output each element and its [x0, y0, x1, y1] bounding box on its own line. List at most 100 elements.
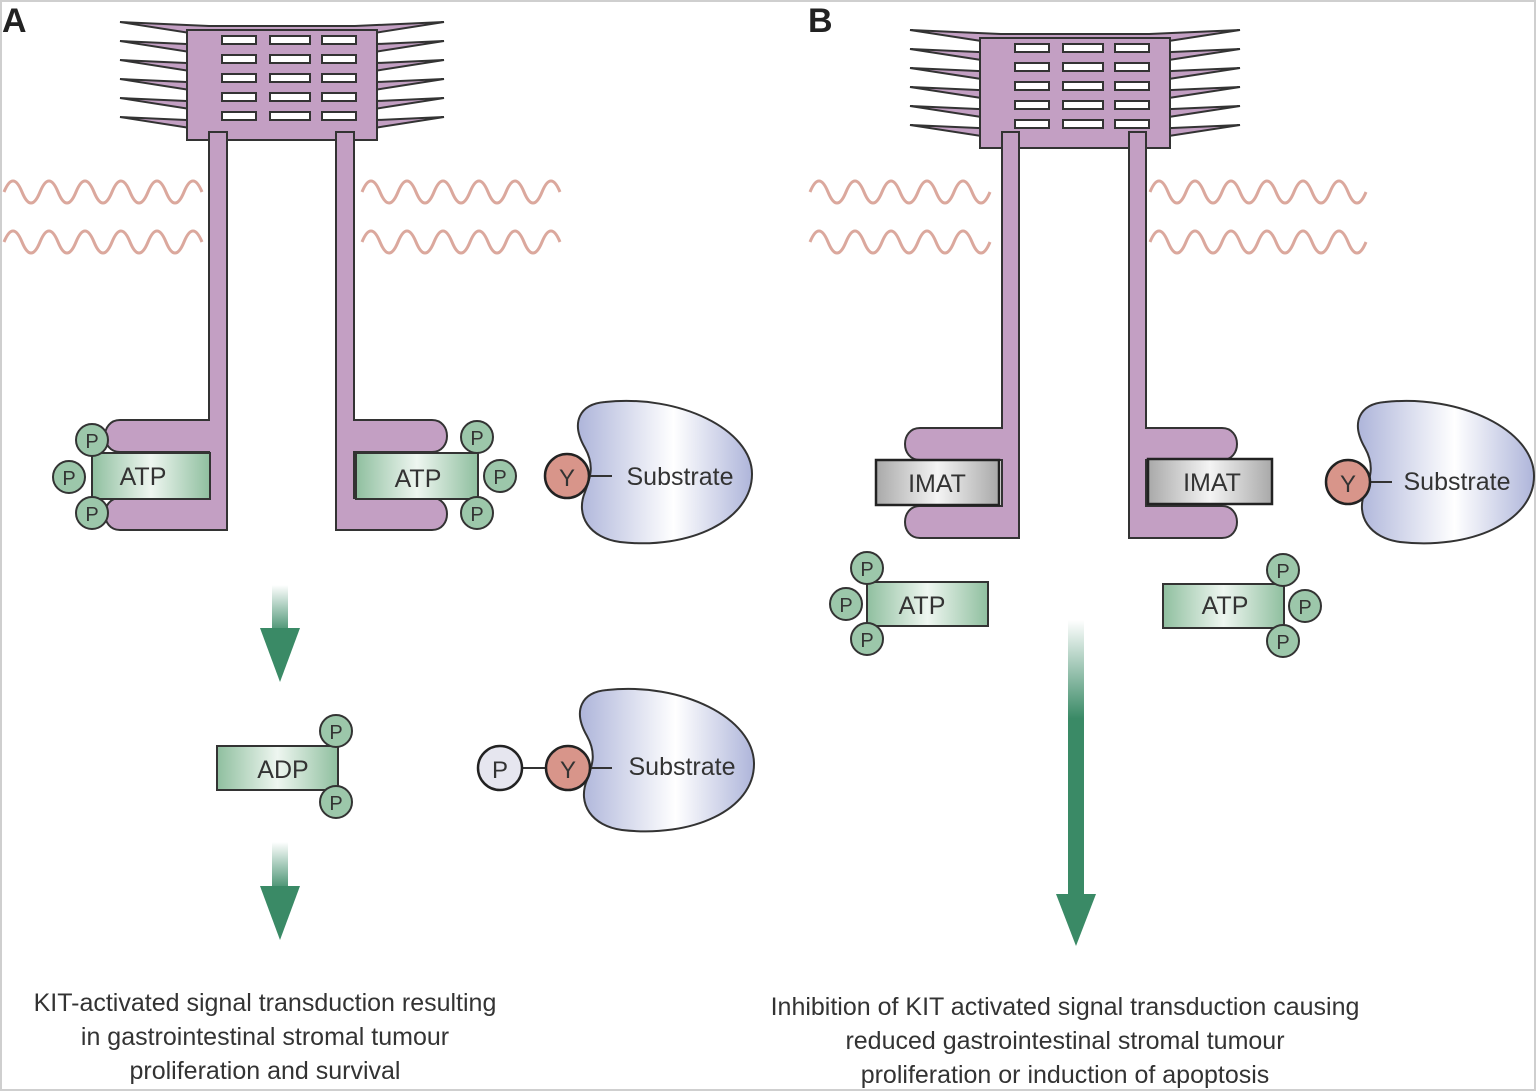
membrane-wave [2, 229, 204, 255]
phosphate-circle [75, 496, 109, 530]
atp-label: ATP [395, 465, 442, 493]
extracellular-core [186, 29, 378, 141]
panel-a-label: A [2, 2, 27, 40]
domain-gap [269, 92, 311, 102]
substrate-label: Substrate [1403, 468, 1510, 496]
domain-gap [1062, 81, 1104, 91]
caption-line: reduced gastrointestinal stromal tumour [845, 1027, 1285, 1055]
atp-label: ATP [899, 592, 946, 620]
phosphate-label: P [1298, 597, 1311, 619]
substrate-shape [576, 399, 754, 545]
phosphate-label: P [329, 722, 342, 744]
domain-gap [1014, 43, 1050, 53]
domain-gap [321, 35, 357, 45]
arrow-down-icon [1056, 620, 1096, 946]
domain-gap [269, 54, 311, 64]
domain-gap [321, 73, 357, 83]
membrane-wave [808, 229, 992, 255]
membrane-wave [1148, 229, 1368, 255]
domain-gap [321, 92, 357, 102]
panel-b: B IMAT IMAT Y Substrate [808, 2, 1536, 946]
substrate-label: Substrate [628, 753, 735, 781]
atp-body [91, 452, 211, 500]
phosphate-label: P [85, 431, 98, 453]
domain-gap [269, 111, 311, 121]
domain-gap [1062, 100, 1104, 110]
phosphate-group: P P P [52, 423, 109, 530]
phosphate-circle [476, 744, 524, 792]
phosphate-circle [460, 496, 494, 530]
tyrosine-circle [544, 744, 592, 792]
domain-gap [221, 92, 257, 102]
domain-gap [1114, 81, 1150, 91]
extracellular-core [979, 37, 1171, 149]
substrate-label: Substrate [626, 463, 733, 491]
domain-gap [1062, 119, 1104, 129]
adp-body [216, 745, 339, 791]
phosphate-circle [460, 420, 494, 454]
domain-gap [221, 54, 257, 64]
substrate-unphosphorylated-a: Y Substrate [543, 399, 754, 545]
atp-molecule-right-b: ATP P P P [1162, 553, 1322, 658]
cell-membrane-b [808, 179, 1368, 255]
phosphate-circle [829, 587, 863, 621]
domain-gap [1062, 43, 1104, 53]
atp-body [866, 581, 989, 627]
substrate-phosphorylated-a: P Y Substrate [476, 687, 756, 833]
domain-gap [1014, 100, 1050, 110]
phosphate-label: P [493, 467, 506, 489]
phosphate-label: P [62, 468, 75, 490]
panel-a: A ATP P P P [2, 2, 756, 940]
phosphate-circle [319, 785, 353, 819]
domain-gap [1062, 62, 1104, 72]
domain-gap [1114, 43, 1150, 53]
inhibitor-label: IMAT [908, 470, 966, 498]
tyrosine-circle [543, 452, 591, 500]
phosphate-label: P [470, 504, 483, 526]
tyrosine-label: Y [559, 465, 575, 492]
caption-line: proliferation or induction of apoptosis [860, 1061, 1270, 1089]
substrate-shape [578, 687, 756, 833]
caption-line: proliferation and survival [129, 1057, 401, 1085]
phosphate-circle [1266, 553, 1300, 587]
domain-gap [1114, 100, 1150, 110]
adp-label: ADP [257, 756, 308, 784]
receptor-right-chain [335, 131, 448, 531]
atp-label: ATP [1202, 592, 1249, 620]
atp-molecule-left-b: ATP P P P [829, 551, 989, 656]
domain-gap [269, 73, 311, 83]
caption-line: Inhibition of KIT activated signal trans… [770, 993, 1360, 1021]
cell-membrane-a [2, 179, 562, 255]
domain-gap [269, 35, 311, 45]
atp-body [355, 452, 479, 500]
atp-molecule-left-a: ATP P P P [52, 423, 211, 530]
phosphate-circle [850, 551, 884, 585]
panel-b-label: B [808, 2, 833, 40]
phosphate-label: P [860, 630, 873, 652]
tyrosine-label: Y [1340, 471, 1356, 498]
caption-a: KIT-activated signal transduction result… [0, 986, 530, 1088]
extracellular-domain [909, 29, 1241, 149]
atp-label: ATP [120, 463, 167, 491]
phosphate-label: P [85, 504, 98, 526]
phosphate-label: P [1276, 632, 1289, 654]
domain-gap [1014, 119, 1050, 129]
membrane-wave [1148, 179, 1368, 205]
atp-molecule-right-a: ATP P P P [355, 420, 517, 530]
caption-b: Inhibition of KIT activated signal trans… [725, 990, 1405, 1092]
caption-line: KIT-activated signal transduction result… [33, 989, 497, 1017]
domain-gap [1014, 62, 1050, 72]
phosphate-circle [1288, 589, 1322, 623]
phosphate-label: P [860, 559, 873, 581]
phosphate-label: P [470, 428, 483, 450]
domain-gap [1114, 62, 1150, 72]
domain-gap [321, 54, 357, 64]
tyrosine-circle [1324, 458, 1372, 506]
kit-receptor-b [904, 29, 1241, 539]
domain-gap [1114, 119, 1150, 129]
phosphate-label: P [329, 793, 342, 815]
atp-body [1162, 583, 1285, 629]
membrane-wave [360, 229, 562, 255]
membrane-wave [2, 179, 204, 205]
